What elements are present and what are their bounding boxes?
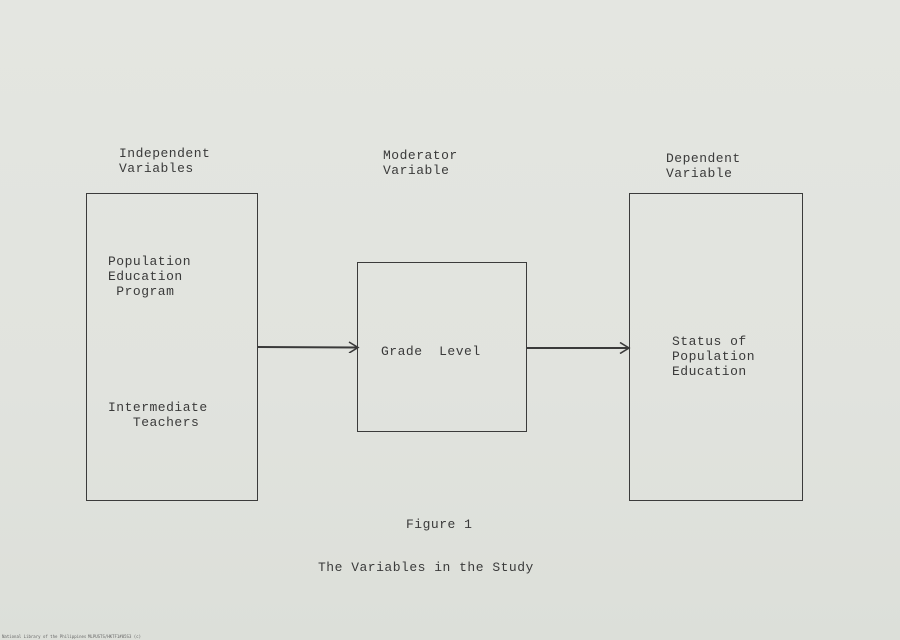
dependent-variable-heading: Dependent Variable (666, 151, 741, 181)
figure-title: The Variables in the Study (318, 560, 534, 575)
grade-level-label: Grade Level (381, 344, 481, 359)
dependent-variable-box (629, 193, 803, 501)
arrow-moderator-to-dependent (527, 342, 631, 354)
population-education-program-label: Population Education Program (108, 254, 192, 299)
moderator-variable-heading: Moderator Variable (383, 148, 458, 178)
independent-variables-heading: Independent Variables (119, 146, 211, 176)
independent-variables-box (86, 193, 258, 501)
scan-code-footer-text: MLPUSTS/HKTF1#05S3 (c) (88, 634, 141, 639)
library-footer-text: National Library of the Philippines (2, 634, 87, 639)
arrow-independent-to-moderator (258, 341, 360, 353)
figure-label: Figure 1 (406, 517, 473, 532)
intermediate-teachers-label: Intermediate Teachers (108, 400, 208, 430)
status-of-population-education-label: Status of Population Education (672, 334, 756, 379)
